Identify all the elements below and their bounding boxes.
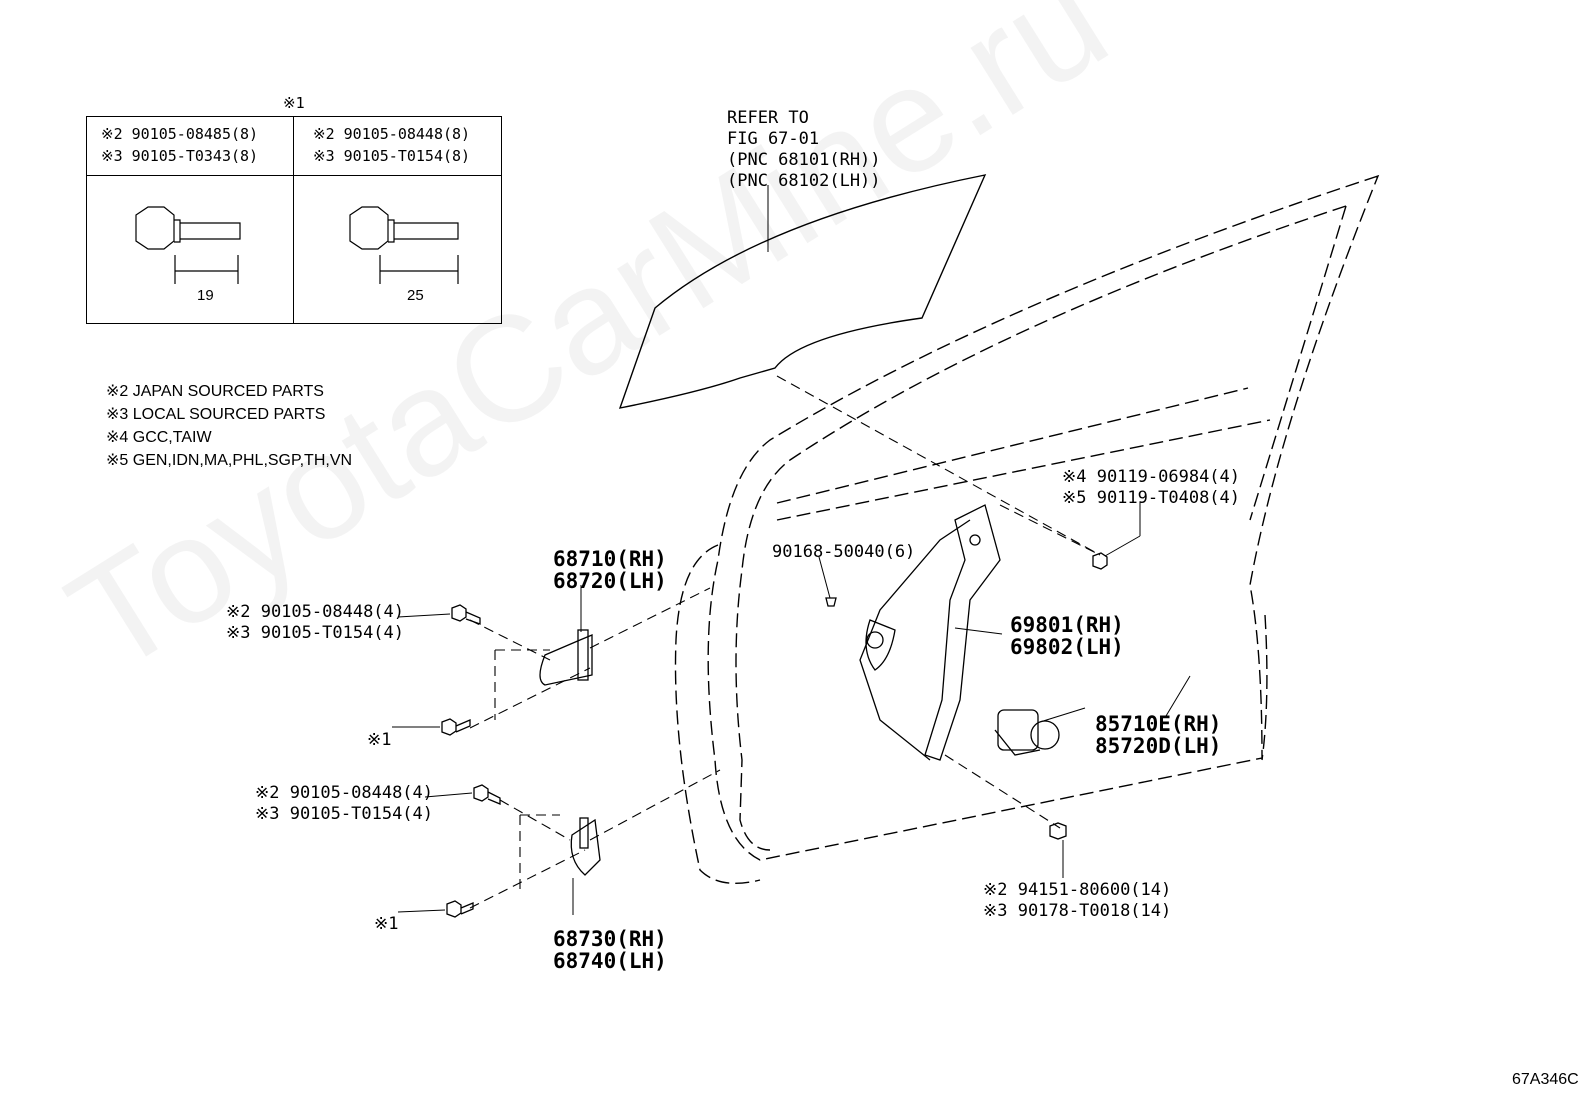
- legend-item: ※3 LOCAL SOURCED PARTS: [106, 406, 326, 423]
- table-left-line1: ※2 90105-08485(8): [101, 125, 259, 143]
- regulator-motor: [994, 709, 1060, 756]
- upper-bolt-label: ※4 90119-06984(4): [1062, 467, 1241, 487]
- refer-line: FIG 67-01: [727, 129, 820, 149]
- table-bolt-drawings: [135, 206, 459, 284]
- table-header: ※1: [283, 94, 305, 112]
- upper-hinge-label-lh: 68720(LH): [553, 569, 667, 593]
- bolt-spec-table: ※2 90105-08485(8) ※3 90105-T0343(8) ※2 9…: [86, 116, 502, 324]
- table-left-dimension: 19: [197, 287, 214, 304]
- legend-item: ※5 GEN,IDN,MA,PHL,SGP,TH,VN: [106, 452, 353, 469]
- motor-label-lh: 85720D(LH): [1095, 734, 1222, 758]
- nut-label: ※3 90178-T0018(14): [983, 901, 1172, 921]
- hinge-bolt-upper-label: ※3 90105-T0154(4): [226, 623, 405, 643]
- upper-bolt-label: ※5 90119-T0408(4): [1062, 488, 1241, 508]
- table-right-line1: ※2 90105-08448(8): [313, 125, 471, 143]
- refer-line: (PNC 68102(LH)): [727, 171, 881, 191]
- table-left-line2: ※3 90105-T0343(8): [101, 147, 259, 165]
- legend-item: ※4 GCC,TAIW: [106, 429, 212, 446]
- lower-hinge: [570, 817, 601, 876]
- upper-hinge-label-rh: 68710(RH): [553, 547, 667, 571]
- refer-line: REFER TO: [727, 108, 809, 128]
- lower-hinge-label-lh: 68740(LH): [553, 949, 667, 973]
- bolt-icons: [441, 552, 1108, 918]
- hinge-bolt-lower-label: ※3 90105-T0154(4): [255, 804, 434, 824]
- upper-hinge: [539, 629, 593, 686]
- door-outline: [674, 174, 1380, 885]
- regulator-label-lh: 69802(LH): [1010, 635, 1124, 659]
- ref1-lower-label: ※1: [374, 914, 399, 934]
- lower-hinge-label-rh: 68730(RH): [553, 927, 667, 951]
- nut-label: ※2 94151-80600(14): [983, 880, 1172, 900]
- table-right-dimension: 25: [407, 287, 424, 304]
- table-right-line2: ※3 90105-T0154(8): [313, 147, 471, 165]
- clip-label: 90168-50040(6): [772, 542, 916, 562]
- window-regulator: [859, 504, 1001, 761]
- regulator-label-rh: 69801(RH): [1010, 613, 1124, 637]
- window-glass: [618, 174, 987, 409]
- hinge-bolt-lower-label: ※2 90105-08448(4): [255, 783, 434, 803]
- motor-label-rh: 85710E(RH): [1095, 712, 1222, 736]
- hinge-bolt-upper-label: ※2 90105-08448(4): [226, 602, 405, 622]
- refer-line: (PNC 68101(RH)): [727, 150, 881, 170]
- legend-item: ※2 JAPAN SOURCED PARTS: [106, 383, 324, 400]
- figure-code: 67A346C: [1512, 1071, 1579, 1088]
- ref1-upper-label: ※1: [367, 730, 392, 750]
